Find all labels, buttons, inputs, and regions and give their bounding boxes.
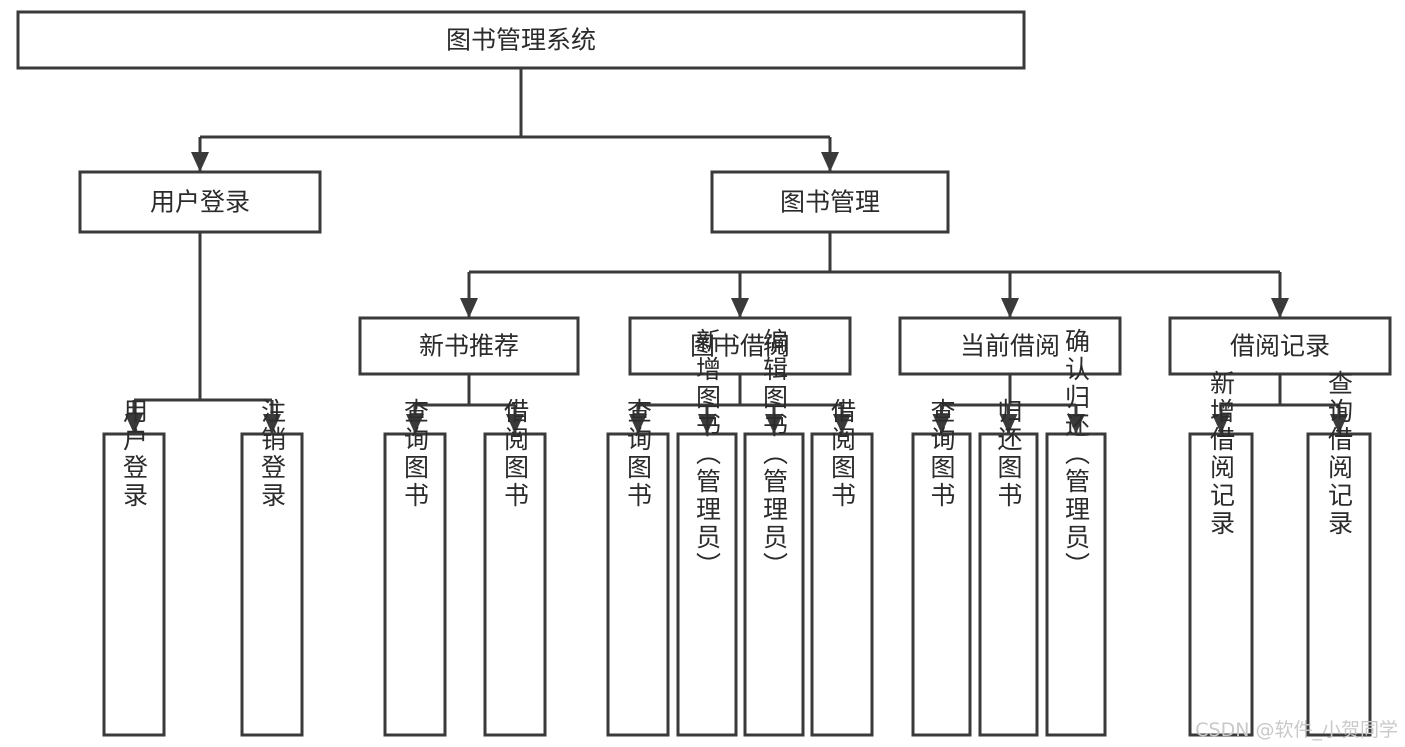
arrow-head-icon <box>1001 298 1019 318</box>
arrow-head-icon <box>629 414 647 434</box>
arrow-head-icon <box>460 298 478 318</box>
arrow-head-icon <box>506 414 524 434</box>
node-leaf-10[interactable]: 确认归还（管理员） <box>1045 328 1107 737</box>
node-level3-0[interactable]: 新书推荐 <box>358 316 580 376</box>
node-layer: 图书管理系统用户登录图书管理新书推荐图书借阅当前借阅借阅记录用户登录注销登录查询… <box>16 10 1392 737</box>
arrow-head-icon <box>125 414 143 434</box>
node-label-图书借阅: 图书借阅 <box>690 332 790 361</box>
node-label-注销登录: 注销登录 <box>258 398 287 510</box>
node-label-查询借阅记录: 查询借阅记录 <box>1325 370 1354 538</box>
node-box-注销登录[interactable] <box>240 432 304 737</box>
node-box-查询图书[interactable] <box>911 432 972 737</box>
node-label-借阅图书: 借阅图书 <box>828 398 857 510</box>
node-leaf-11[interactable]: 新增借阅记录 <box>1188 370 1254 737</box>
node-label-新增借阅记录: 新增借阅记录 <box>1207 370 1236 538</box>
node-leaf-1[interactable]: 注销登录 <box>240 398 304 737</box>
node-level3-1[interactable]: 图书借阅 <box>628 316 852 376</box>
arrow-head-icon <box>698 414 716 434</box>
node-label-借阅图书: 借阅图书 <box>501 398 530 510</box>
node-leaf-3[interactable]: 借阅图书 <box>483 398 547 737</box>
node-label-新增图书管理员: 新增图书（管理员） <box>693 328 722 580</box>
arrow-head-icon <box>1271 298 1289 318</box>
node-label-编辑图书管理员: 编辑图书（管理员） <box>760 328 789 580</box>
node-box-新书推荐[interactable] <box>358 316 580 376</box>
node-label-确认归还管理员: 确认归还（管理员） <box>1062 328 1091 580</box>
arrow-head-icon <box>1067 414 1085 434</box>
node-box-查询图书[interactable] <box>606 432 670 737</box>
node-label-查询图书: 查询图书 <box>401 398 430 510</box>
node-box-图书管理系统[interactable] <box>16 10 1026 70</box>
node-label-查询图书: 查询图书 <box>624 398 653 510</box>
node-leaf-7[interactable]: 借阅图书 <box>810 398 874 737</box>
node-box-确认归还管理员[interactable] <box>1045 432 1107 737</box>
arrow-head-icon <box>1212 414 1230 434</box>
node-box-用户登录[interactable] <box>102 432 166 737</box>
node-label-查询图书: 查询图书 <box>927 398 956 510</box>
arrow-head-icon <box>731 298 749 318</box>
node-label-归还图书: 归还图书 <box>994 398 1023 510</box>
arrow-head-icon <box>932 414 951 434</box>
node-leaf-9[interactable]: 归还图书 <box>978 398 1039 737</box>
arrow-head-icon <box>833 414 851 434</box>
node-label-新书推荐: 新书推荐 <box>419 332 519 361</box>
node-label-用户登录: 用户登录 <box>120 398 149 510</box>
node-leaf-12[interactable]: 查询借阅记录 <box>1306 370 1372 737</box>
node-label-用户登录: 用户登录 <box>150 188 250 217</box>
node-box-借阅图书[interactable] <box>483 432 547 737</box>
node-box-编辑图书管理员[interactable] <box>743 432 805 737</box>
node-box-借阅图书[interactable] <box>810 432 874 737</box>
node-root-0[interactable]: 图书管理系统 <box>16 10 1026 70</box>
node-level2-1[interactable]: 图书管理 <box>710 170 950 234</box>
arrow-head-icon <box>821 152 839 172</box>
csdn-watermark: CSDN @软件_小贺同学 <box>1195 719 1398 741</box>
node-box-新增图书管理员[interactable] <box>676 432 738 737</box>
node-box-借阅记录[interactable] <box>1168 316 1392 376</box>
node-box-当前借阅[interactable] <box>898 316 1122 376</box>
arrow-head-icon <box>765 414 783 434</box>
node-leaf-6[interactable]: 编辑图书（管理员） <box>743 328 805 737</box>
node-box-查询图书[interactable] <box>383 432 447 737</box>
arrow-head-icon <box>999 414 1018 434</box>
node-label-图书管理: 图书管理 <box>780 188 880 217</box>
node-level3-2[interactable]: 当前借阅 <box>898 316 1122 376</box>
node-leaf-5[interactable]: 新增图书（管理员） <box>676 328 738 737</box>
node-level3-3[interactable]: 借阅记录 <box>1168 316 1392 376</box>
node-leaf-8[interactable]: 查询图书 <box>911 398 972 737</box>
arrow-head-icon <box>263 414 281 434</box>
node-box-图书借阅[interactable] <box>628 316 852 376</box>
node-label-借阅记录: 借阅记录 <box>1230 332 1330 361</box>
node-level2-0[interactable]: 用户登录 <box>78 170 322 234</box>
node-box-查询借阅记录[interactable] <box>1306 432 1372 737</box>
node-leaf-4[interactable]: 查询图书 <box>606 398 670 737</box>
arrow-head-icon <box>406 414 424 434</box>
node-label-当前借阅: 当前借阅 <box>960 332 1060 361</box>
node-box-用户登录[interactable] <box>78 170 322 234</box>
node-label-图书管理系统: 图书管理系统 <box>446 26 596 55</box>
node-box-图书管理[interactable] <box>710 170 950 234</box>
node-leaf-2[interactable]: 查询图书 <box>383 398 447 737</box>
arrow-head-icon <box>191 152 209 172</box>
node-leaf-0[interactable]: 用户登录 <box>102 398 166 737</box>
node-box-归还图书[interactable] <box>978 432 1039 737</box>
connector-layer <box>125 68 1348 434</box>
arrow-head-icon <box>1330 414 1348 434</box>
node-box-新增借阅记录[interactable] <box>1188 432 1254 737</box>
